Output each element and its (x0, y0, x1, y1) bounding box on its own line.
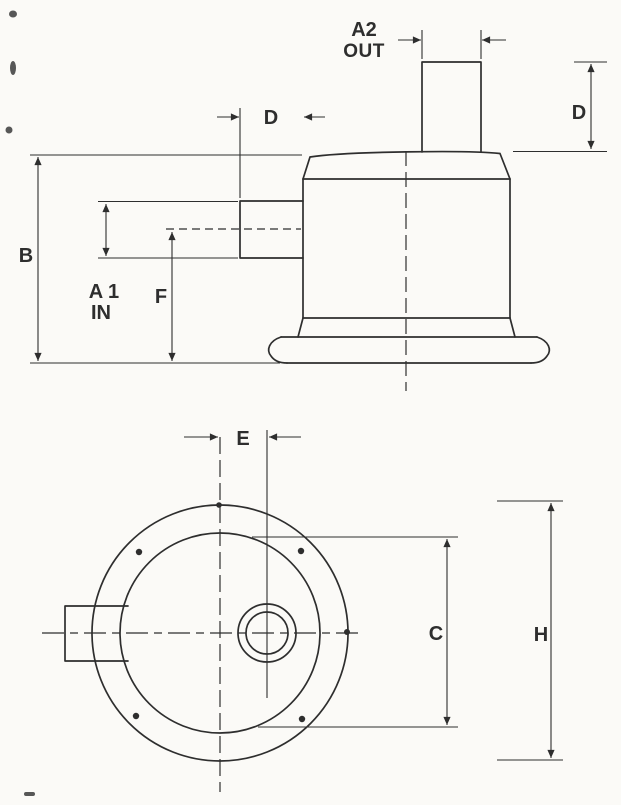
dim-e-port-offset: E (184, 428, 301, 450)
label-h: H (534, 624, 548, 646)
outlet-stack (421, 61, 482, 153)
plan-centerlines (42, 430, 360, 792)
scan-artifacts (5, 10, 35, 796)
dim-b-overall-height: B (19, 154, 302, 364)
label-d-right: D (572, 102, 586, 124)
side-centerlines (166, 151, 407, 391)
inlet-pipe (239, 200, 304, 259)
label-b: B (19, 245, 33, 267)
plan-view: E C H (42, 428, 563, 792)
label-f: F (155, 286, 167, 308)
dim-a1-in: A 1 IN (89, 200, 238, 324)
label-a2: A2 (351, 19, 377, 41)
dim-h-outer-diameter: H (497, 500, 563, 761)
dim-d-outlet-height: D (513, 61, 607, 153)
dim-d-inlet-offset: D (217, 107, 325, 198)
label-in: IN (91, 302, 111, 324)
label-d-left: D (264, 107, 278, 129)
side-view: A2 OUT D D B (19, 19, 607, 391)
label-a1: A 1 (89, 281, 119, 303)
dim-f: F (155, 232, 176, 361)
base-flange (267, 336, 551, 364)
label-out: OUT (343, 41, 385, 62)
dim-a2-out: A2 OUT (343, 19, 506, 62)
label-e: E (236, 428, 249, 450)
inlet-stub (64, 605, 129, 662)
dim-c-inner-diameter: C (252, 536, 458, 728)
label-c: C (429, 623, 443, 645)
